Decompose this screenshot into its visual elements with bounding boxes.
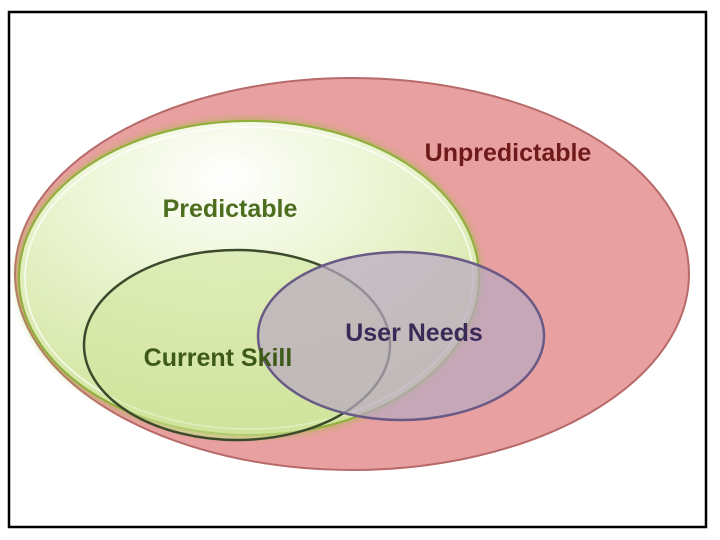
user-needs-ellipse	[256, 250, 546, 422]
unpredictable-label: Unpredictable	[425, 139, 592, 167]
predictable-label: Predictable	[163, 195, 298, 223]
current-skill-label: Current Skill	[144, 344, 293, 372]
user-needs-label: User Needs	[345, 319, 483, 347]
